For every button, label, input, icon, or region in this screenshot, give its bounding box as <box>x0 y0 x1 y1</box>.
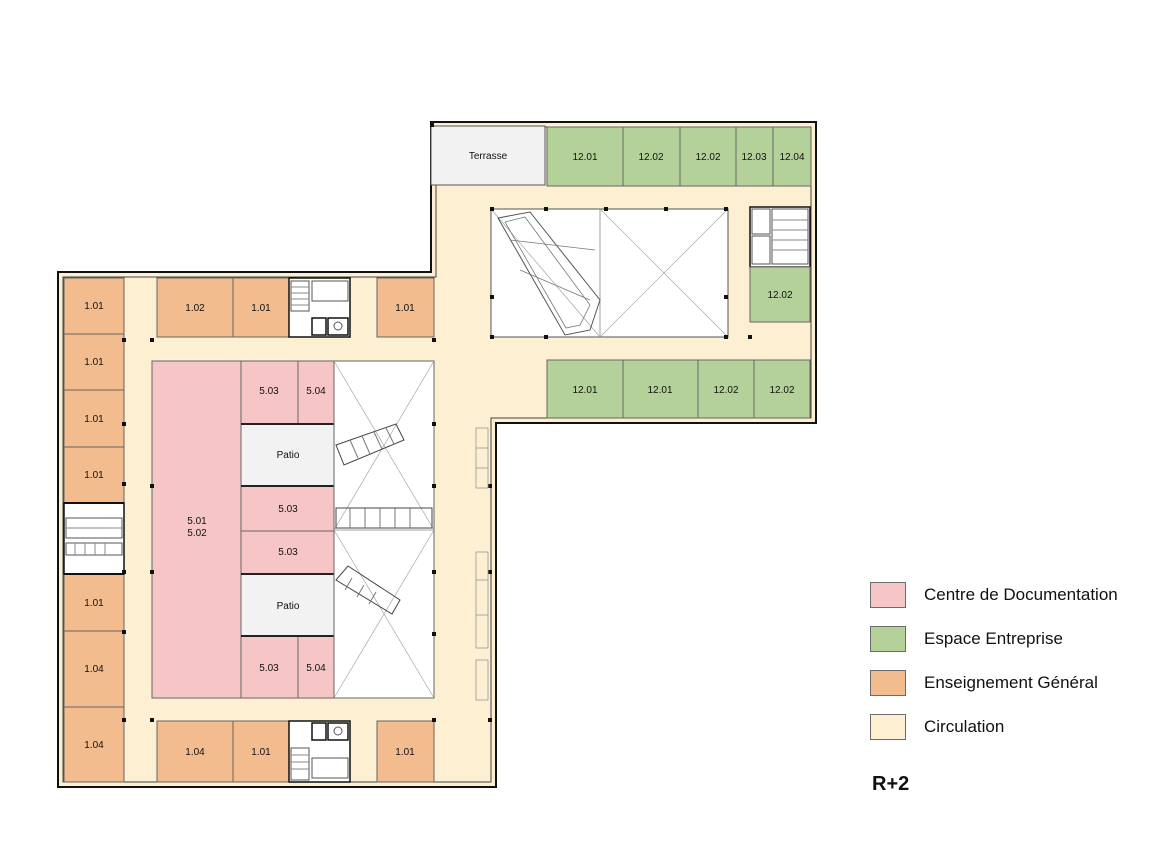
room-label: 5.03 <box>278 547 298 558</box>
legend-label: Espace Entreprise <box>924 629 1063 648</box>
legend-swatch <box>870 670 906 696</box>
legend-swatch <box>870 714 906 740</box>
room-label: 5.03 <box>278 504 298 515</box>
teaching-rooms-bottom: 1.04 1.01 1.01 <box>156 720 435 783</box>
room-label: 5.04 <box>306 663 326 674</box>
room-label: 5.04 <box>306 386 326 397</box>
room-label: 5.01 <box>187 516 207 527</box>
room-label: 1.01 <box>84 470 104 481</box>
core-left <box>63 502 125 575</box>
legend-label: Enseignement Général <box>924 673 1098 692</box>
core-top-right <box>749 206 811 268</box>
legend-label: Centre de Documentation <box>924 585 1118 604</box>
teaching-rooms-left: 1.01 1.01 1.01 1.01 1.01 1.04 1.04 <box>63 277 125 783</box>
patio-label: Patio <box>277 450 300 461</box>
enterprise-rooms-top: 12.01 12.02 12.02 12.03 12.04 <box>546 126 812 187</box>
room-label: 12.02 <box>769 385 794 396</box>
room-label: 12.01 <box>572 385 597 396</box>
room-label: 1.01 <box>395 747 415 758</box>
teaching-rooms-top: 1.02 1.01 1.01 <box>156 277 435 338</box>
room-label: 5.03 <box>259 663 279 674</box>
room-label: 1.04 <box>84 740 104 751</box>
room-label: 12.02 <box>695 152 720 163</box>
terrasse-label: Terrasse <box>469 151 508 162</box>
room-label: 1.01 <box>395 303 415 314</box>
atrium-top <box>490 208 729 338</box>
room-label: 12.04 <box>779 152 804 163</box>
room-label: 5.02 <box>187 528 207 539</box>
room-label: 1.01 <box>84 414 104 425</box>
room-label: 1.01 <box>251 303 271 314</box>
room-12-02-right <box>749 266 811 323</box>
room-label: 12.03 <box>741 152 766 163</box>
room-label: 12.02 <box>638 152 663 163</box>
room-label: 1.02 <box>185 303 205 314</box>
room-label: 12.01 <box>572 152 597 163</box>
terrasse-area <box>430 125 546 186</box>
legend-label: Circulation <box>924 717 1005 736</box>
facade-details <box>475 427 489 701</box>
atrium-central <box>333 360 435 699</box>
patio-label: Patio <box>277 601 300 612</box>
legend-swatch <box>870 626 906 652</box>
room-label: 1.01 <box>84 598 104 609</box>
room-label: 12.02 <box>767 290 792 301</box>
floor-plan: Terrasse 12.01 12.02 12.02 12.03 12.04 <box>57 121 817 788</box>
documentation-centre: 5.01 5.02 5.03 5.04 Patio 5.03 5.03 Pati… <box>151 360 335 699</box>
room-label: 12.01 <box>647 385 672 396</box>
room-label: 1.04 <box>84 664 104 675</box>
room-label: 1.01 <box>84 301 104 312</box>
room-label: 12.02 <box>713 385 738 396</box>
room-label: 1.04 <box>185 747 205 758</box>
structural-columns <box>122 123 752 722</box>
enterprise-rooms-middle: 12.01 12.01 12.02 12.02 <box>546 359 811 419</box>
room-label: 1.01 <box>251 747 271 758</box>
room-label: 1.01 <box>84 357 104 368</box>
core-bottom <box>288 720 351 783</box>
core-top <box>288 277 351 338</box>
legend-swatch <box>870 582 906 608</box>
level-label: R+2 <box>872 773 910 795</box>
room-label: 5.03 <box>259 386 279 397</box>
